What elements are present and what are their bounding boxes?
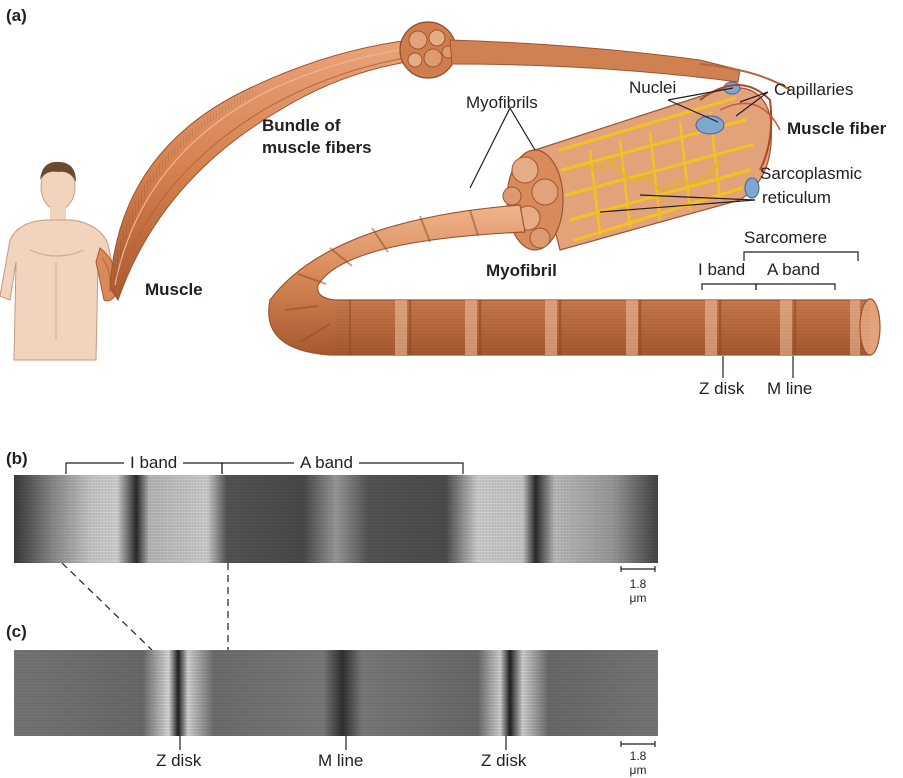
label-sr-line2: reticulum bbox=[762, 189, 831, 208]
panel-c-tag: (c) bbox=[6, 622, 27, 642]
muscle-arc bbox=[110, 40, 420, 300]
human-figure bbox=[0, 162, 118, 360]
label-a-a-band: A band bbox=[767, 261, 820, 280]
label-sr-line1: Sarcoplasmic bbox=[760, 165, 862, 184]
zoom-dashed-lines bbox=[62, 563, 228, 650]
label-a-m-line: M line bbox=[767, 380, 812, 399]
label-myofibrils: Myofibrils bbox=[466, 94, 538, 113]
label-muscle-fiber: Muscle fiber bbox=[787, 120, 886, 139]
fiber-bundle-cross-section bbox=[400, 22, 790, 90]
label-b-i-band: I band bbox=[124, 454, 183, 473]
label-muscle: Muscle bbox=[145, 281, 203, 300]
label-c-m-line: M line bbox=[318, 752, 363, 771]
panel-c-leaders bbox=[180, 736, 655, 750]
em-micrograph-c bbox=[14, 650, 658, 736]
muscle-fiber bbox=[503, 82, 780, 250]
label-a-z-disk: Z disk bbox=[699, 380, 744, 399]
label-bundle-line2: muscle fibers bbox=[262, 139, 372, 158]
label-bundle-line1: Bundle of bbox=[262, 117, 340, 136]
label-a-i-band: I band bbox=[698, 261, 745, 280]
label-nuclei: Nuclei bbox=[629, 79, 676, 98]
label-capillaries: Capillaries bbox=[774, 81, 853, 100]
label-b-a-band: A band bbox=[294, 454, 359, 473]
scale-bar-c-unit: μm bbox=[621, 764, 655, 777]
scale-bar-b-unit: μm bbox=[621, 592, 655, 605]
em-micrograph-b bbox=[14, 475, 658, 563]
panel-b-tag: (b) bbox=[6, 449, 28, 469]
label-c-z-disk-right: Z disk bbox=[481, 752, 526, 771]
label-myofibril: Myofibril bbox=[486, 262, 557, 281]
label-sarcomere: Sarcomere bbox=[744, 229, 827, 248]
scale-bar-c-value: 1.8 bbox=[621, 750, 655, 763]
scale-bar-b-value: 1.8 bbox=[621, 578, 655, 591]
panel-a-tag: (a) bbox=[6, 6, 27, 26]
label-c-z-disk-left: Z disk bbox=[156, 752, 201, 771]
